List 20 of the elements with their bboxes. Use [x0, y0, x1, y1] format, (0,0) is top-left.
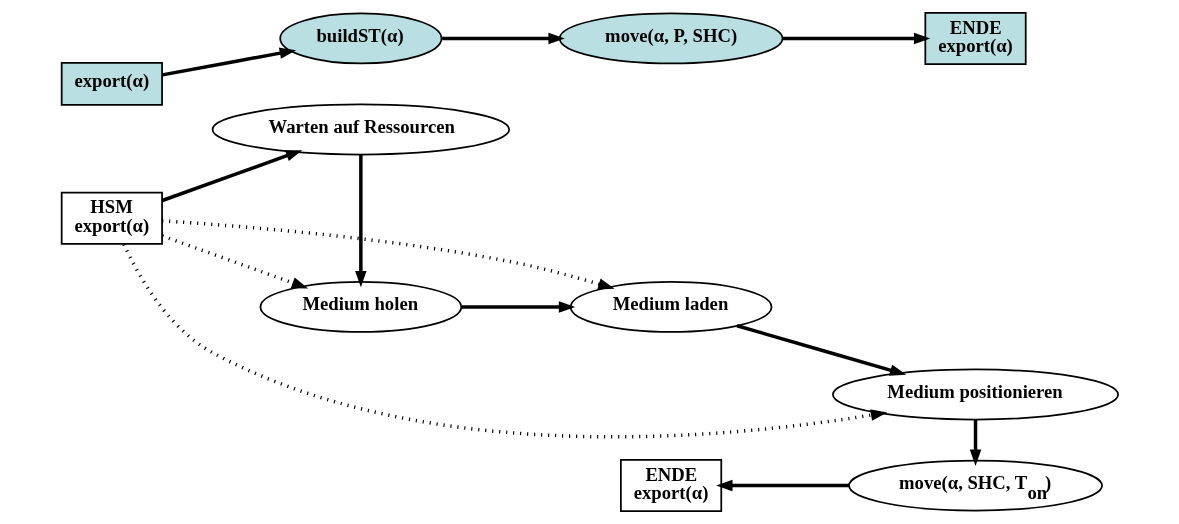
arrow	[161, 47, 296, 77]
node-box: HSM export(α)	[60, 191, 163, 245]
arrow	[715, 479, 849, 492]
arrow	[354, 154, 367, 288]
arrow	[736, 324, 906, 376]
arrow	[161, 150, 302, 203]
node-box: ENDE export(α)	[619, 459, 722, 513]
node-ellipse: move(α, P, SHC)	[558, 12, 783, 65]
arrow	[969, 419, 981, 466]
arrow	[782, 32, 930, 45]
arrow	[461, 301, 575, 313]
arrow	[161, 234, 308, 289]
node-ellipse: Warten auf Ressourcen	[211, 103, 510, 156]
node-box: export(α)	[60, 62, 163, 106]
arrow	[161, 219, 615, 290]
arrow	[441, 32, 565, 45]
arrow	[121, 243, 887, 439]
node-ellipse: Medium laden	[569, 281, 772, 333]
node-ellipse: Medium holen	[259, 281, 462, 333]
node-box: ENDE export(α)	[923, 11, 1027, 65]
